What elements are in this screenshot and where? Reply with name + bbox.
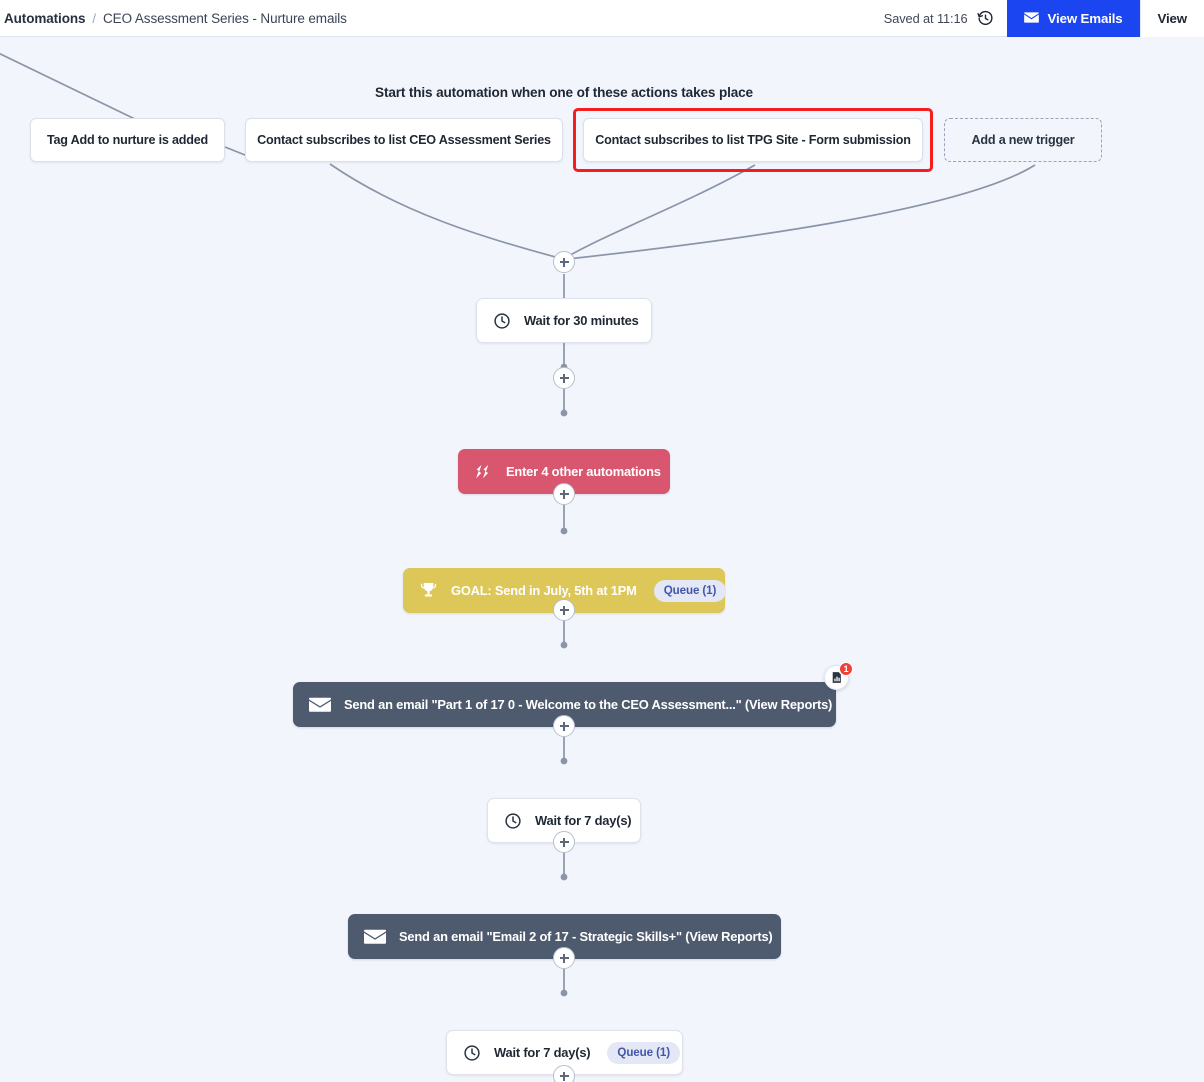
branch-icon — [474, 463, 493, 480]
report-notification-badge[interactable]: 1 — [824, 662, 853, 690]
view-emails-label: View Emails — [1047, 10, 1123, 26]
trigger-label: Tag Add to nurture is added — [46, 133, 209, 147]
trigger-card-list-tpg-form[interactable]: Contact subscribes to list TPG Site - Fo… — [583, 118, 923, 162]
top-bar-actions: Saved at 11:16 View Emails View — [884, 0, 1204, 37]
queue-badge[interactable]: Queue (1) — [653, 579, 727, 602]
report-badge-count: 1 — [839, 662, 853, 676]
view-emails-button[interactable]: View Emails — [1006, 0, 1140, 37]
step-node-label: GOAL: Send in July, 5th at 1PM — [451, 583, 637, 598]
step-node-label: Send an email "Part 1 of 17 0 - Welcome … — [344, 697, 833, 712]
trigger-label: Contact subscribes to list CEO Assessmen… — [257, 133, 551, 147]
trigger-card-add-new[interactable]: Add a new trigger — [944, 118, 1102, 162]
add-step-button-root[interactable] — [553, 251, 575, 273]
trophy-icon — [419, 581, 438, 600]
step-node-label: Send an email "Email 2 of 17 - Strategic… — [399, 929, 773, 944]
step-node-send-email-2-of-17[interactable]: Send an email "Email 2 of 17 - Strategic… — [348, 914, 781, 959]
step-node-label: Wait for 7 day(s) — [494, 1045, 591, 1060]
add-step-button-6[interactable] — [553, 947, 575, 969]
view-secondary-button[interactable]: View — [1139, 0, 1204, 37]
automation-canvas[interactable]: Start this automation when one of these … — [0, 37, 1204, 1082]
breadcrumb: Automations / CEO Assessment Series - Nu… — [4, 11, 347, 26]
trigger-card-list-ceo-assessment[interactable]: Contact subscribes to list CEO Assessmen… — [245, 118, 563, 162]
envelope-icon — [364, 929, 386, 945]
queue-badge[interactable]: Queue (1) — [607, 1041, 680, 1064]
add-step-button-bottom[interactable] — [553, 1065, 575, 1082]
breadcrumb-root-link[interactable]: Automations — [4, 10, 86, 26]
step-node-label: Wait for 30 minutes — [524, 313, 639, 328]
add-step-button-1[interactable] — [553, 367, 575, 389]
envelope-icon — [1023, 11, 1039, 26]
step-node-send-email-part-1[interactable]: Send an email "Part 1 of 17 0 - Welcome … — [293, 682, 836, 727]
add-step-button-2[interactable] — [553, 483, 575, 505]
breadcrumb-current-page: CEO Assessment Series - Nurture emails — [103, 10, 347, 26]
trigger-label: Contact subscribes to list TPG Site - Fo… — [595, 133, 911, 147]
top-bar: Automations / CEO Assessment Series - Nu… — [0, 0, 1204, 37]
clock-icon — [463, 1044, 481, 1062]
history-clock-icon[interactable] — [976, 10, 994, 27]
step-node-label: Enter 4 other automations — [506, 464, 661, 479]
step-node-label: Wait for 7 day(s) — [535, 813, 632, 828]
add-step-button-3[interactable] — [553, 599, 575, 621]
envelope-icon — [309, 697, 331, 713]
trigger-section-heading: Start this automation when one of these … — [375, 85, 753, 100]
add-step-button-4[interactable] — [553, 715, 575, 737]
saved-status-label: Saved at 11:16 — [883, 10, 968, 26]
trigger-card-tag-added[interactable]: Tag Add to nurture is added — [30, 118, 225, 162]
clock-icon — [504, 812, 522, 830]
report-document-icon — [832, 672, 841, 683]
view-secondary-label: View — [1157, 10, 1188, 26]
add-step-button-5[interactable] — [553, 831, 575, 853]
clock-icon — [493, 312, 511, 330]
trigger-label: Add a new trigger — [971, 133, 1075, 147]
step-node-wait-30-minutes[interactable]: Wait for 30 minutes — [476, 298, 652, 343]
breadcrumb-separator: / — [92, 10, 97, 26]
